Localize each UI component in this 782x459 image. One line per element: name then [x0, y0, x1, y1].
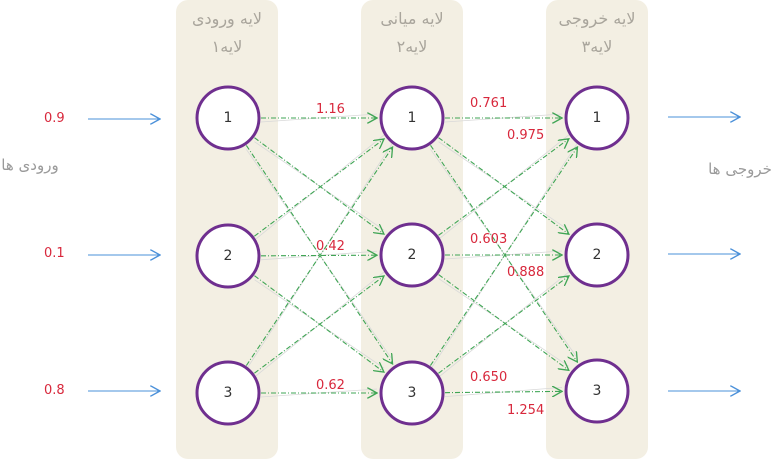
- hidden-neuron-1: 1: [379, 85, 445, 151]
- edge-hidden1-output2: [438, 137, 569, 235]
- outputs-label: خروجی ها: [708, 160, 772, 178]
- hidden-value-1: 1.16: [316, 102, 345, 117]
- output-value-1b: 0.975: [507, 128, 544, 143]
- output-layer-title: لایه خروجی: [559, 9, 636, 29]
- hidden-layer-subtitle: لایه۲: [397, 37, 428, 56]
- output-neuron-1-label: 1: [593, 110, 602, 126]
- input-neuron-1-label: 1: [224, 110, 233, 126]
- output-neuron-2: 2: [564, 222, 630, 288]
- hidden-neuron-3-label: 3: [408, 385, 417, 401]
- edge-hidden3-output1: [429, 147, 577, 366]
- output-layer-subtitle: لایه۳: [582, 37, 613, 56]
- hidden-neuron-2: 2: [379, 222, 445, 288]
- output-neuron-1: 1: [564, 85, 630, 151]
- connections: [245, 113, 578, 398]
- output-value-2a: 0.603: [470, 232, 507, 247]
- edge-hidden3-output3: [444, 391, 562, 392]
- output-value-3b: 1.254: [507, 403, 544, 418]
- input-layer-title: لایه ورودی: [192, 9, 262, 29]
- input-neuron-3: 3: [195, 360, 261, 426]
- edge-hidden3-output3-shadow: [444, 386, 563, 398]
- output-value-1a: 0.761: [470, 96, 507, 111]
- output-neuron-3: 3: [564, 358, 630, 424]
- input-neuron-3-label: 3: [224, 385, 233, 401]
- edge-hidden2-output3: [438, 274, 569, 371]
- edge-input2-hidden2-shadow: [260, 250, 378, 261]
- edge-hidden2-output2-shadow: [444, 250, 563, 260]
- hidden-neuron-2-label: 2: [408, 247, 417, 263]
- output-neuron-2-label: 2: [593, 247, 602, 263]
- edge-input3-hidden1: [245, 147, 392, 366]
- input-value-2: 0.1: [44, 246, 65, 261]
- hidden-value-2: 0.42: [316, 239, 345, 254]
- edge-hidden1-output1-shadow: [444, 113, 563, 123]
- edge-input3-hidden2: [254, 276, 384, 374]
- hidden-neuron-1-label: 1: [408, 110, 417, 126]
- hidden-neuron-3: 3: [379, 360, 445, 426]
- hidden-value-3: 0.62: [316, 378, 345, 393]
- edge-input2-hidden1: [254, 139, 384, 237]
- hidden-layer-title: لایه میانی: [380, 9, 443, 28]
- edge-input2-hidden3: [254, 275, 383, 372]
- output-value-3a: 0.650: [470, 370, 507, 385]
- edge-input1-hidden2: [254, 137, 383, 234]
- input-value-3: 0.8: [44, 383, 65, 398]
- input-neuron-1: 1: [195, 85, 261, 151]
- edge-hidden1-output3: [430, 145, 578, 362]
- output-value-2b: 0.888: [507, 265, 544, 280]
- input-neuron-2: 2: [195, 223, 261, 289]
- edge-hidden2-output1: [438, 139, 569, 236]
- output-neuron-3-label: 3: [593, 383, 602, 399]
- input-neuron-2-label: 2: [224, 248, 233, 264]
- input-value-1: 0.9: [44, 111, 65, 126]
- input-layer-subtitle: لایه۱: [212, 37, 243, 56]
- edge-hidden3-output2: [438, 276, 568, 374]
- edge-input1-hidden3: [245, 145, 392, 363]
- inputs-label: ورودی ها: [1, 156, 58, 174]
